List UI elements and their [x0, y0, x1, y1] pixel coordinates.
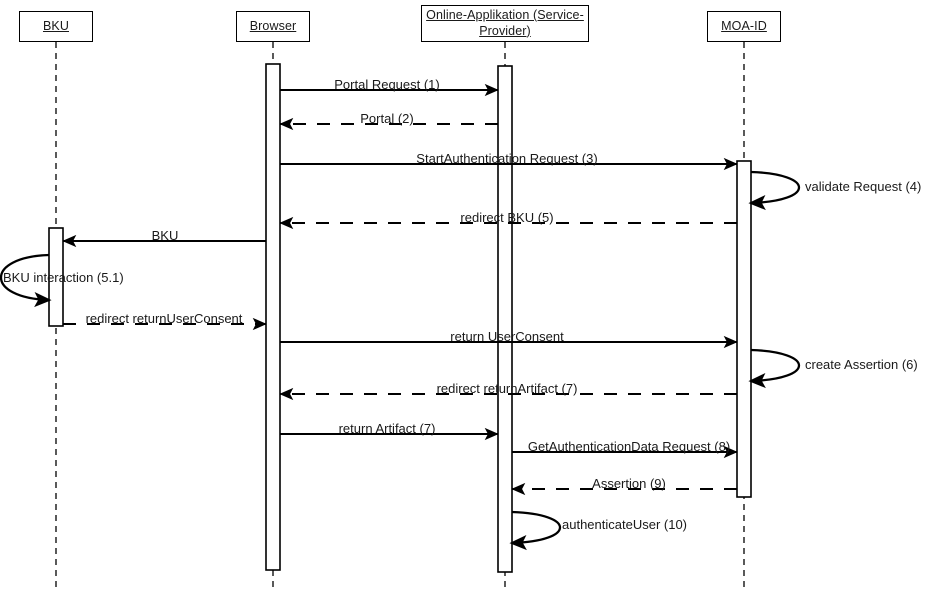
message-label-3: StartAuthentication Request (3)	[416, 151, 598, 166]
message-label-1: Portal Request (1)	[334, 77, 440, 92]
act-online-applikation[interactable]	[497, 65, 513, 573]
self-message-loops-group	[0, 170, 800, 551]
message-label-5.3: return UserConsent	[450, 329, 564, 344]
self-message-label-6: create Assertion (6)	[805, 357, 918, 372]
message-arrows-group	[62, 83, 738, 496]
message-label-2: Portal (2)	[360, 111, 414, 126]
self-message-label-10: authenticateUser (10)	[562, 517, 688, 532]
self-message-label-4: validate Request (4)	[805, 179, 922, 194]
participant-label-browser: Browser	[249, 18, 297, 33]
participant-label-online-applikation: Online-Applikation (Service-Provider)	[426, 7, 584, 38]
self-message-label-5.1: BKU interaction (5.1)	[3, 270, 124, 285]
participant-box-bku[interactable]: BKU	[19, 11, 93, 42]
self-message-loop-6[interactable]	[748, 348, 800, 389]
message-label-5a: BKU	[151, 228, 179, 243]
self-message-loop-4[interactable]	[748, 170, 800, 211]
participant-box-browser[interactable]: Browser	[236, 11, 310, 42]
message-label-7a: redirect returnArtifact (7)	[436, 381, 578, 396]
participant-box-moa-id[interactable]: MOA-ID	[707, 11, 781, 42]
message-label-8: GetAuthenticationData Request (8)	[527, 439, 731, 454]
message-label-5.2: redirect returnUserConsent	[85, 311, 243, 326]
act-browser[interactable]	[265, 63, 281, 571]
message-label-9: Assertion (9)	[592, 476, 666, 491]
act-moa-id[interactable]	[736, 160, 752, 498]
participant-label-bku: BKU	[42, 18, 69, 33]
act-bku[interactable]	[48, 227, 64, 327]
message-label-7b: return Artifact (7)	[338, 421, 436, 436]
participant-label-moa-id: MOA-ID	[721, 18, 767, 33]
self-message-loop-10[interactable]	[509, 510, 561, 551]
message-label-5: redirect BKU (5)	[460, 210, 554, 225]
participant-box-online-applikation[interactable]: Online-Applikation (Service-Provider)	[421, 5, 589, 42]
activation-bars-group	[48, 63, 752, 573]
self-message-loop-5.1[interactable]	[0, 253, 52, 308]
